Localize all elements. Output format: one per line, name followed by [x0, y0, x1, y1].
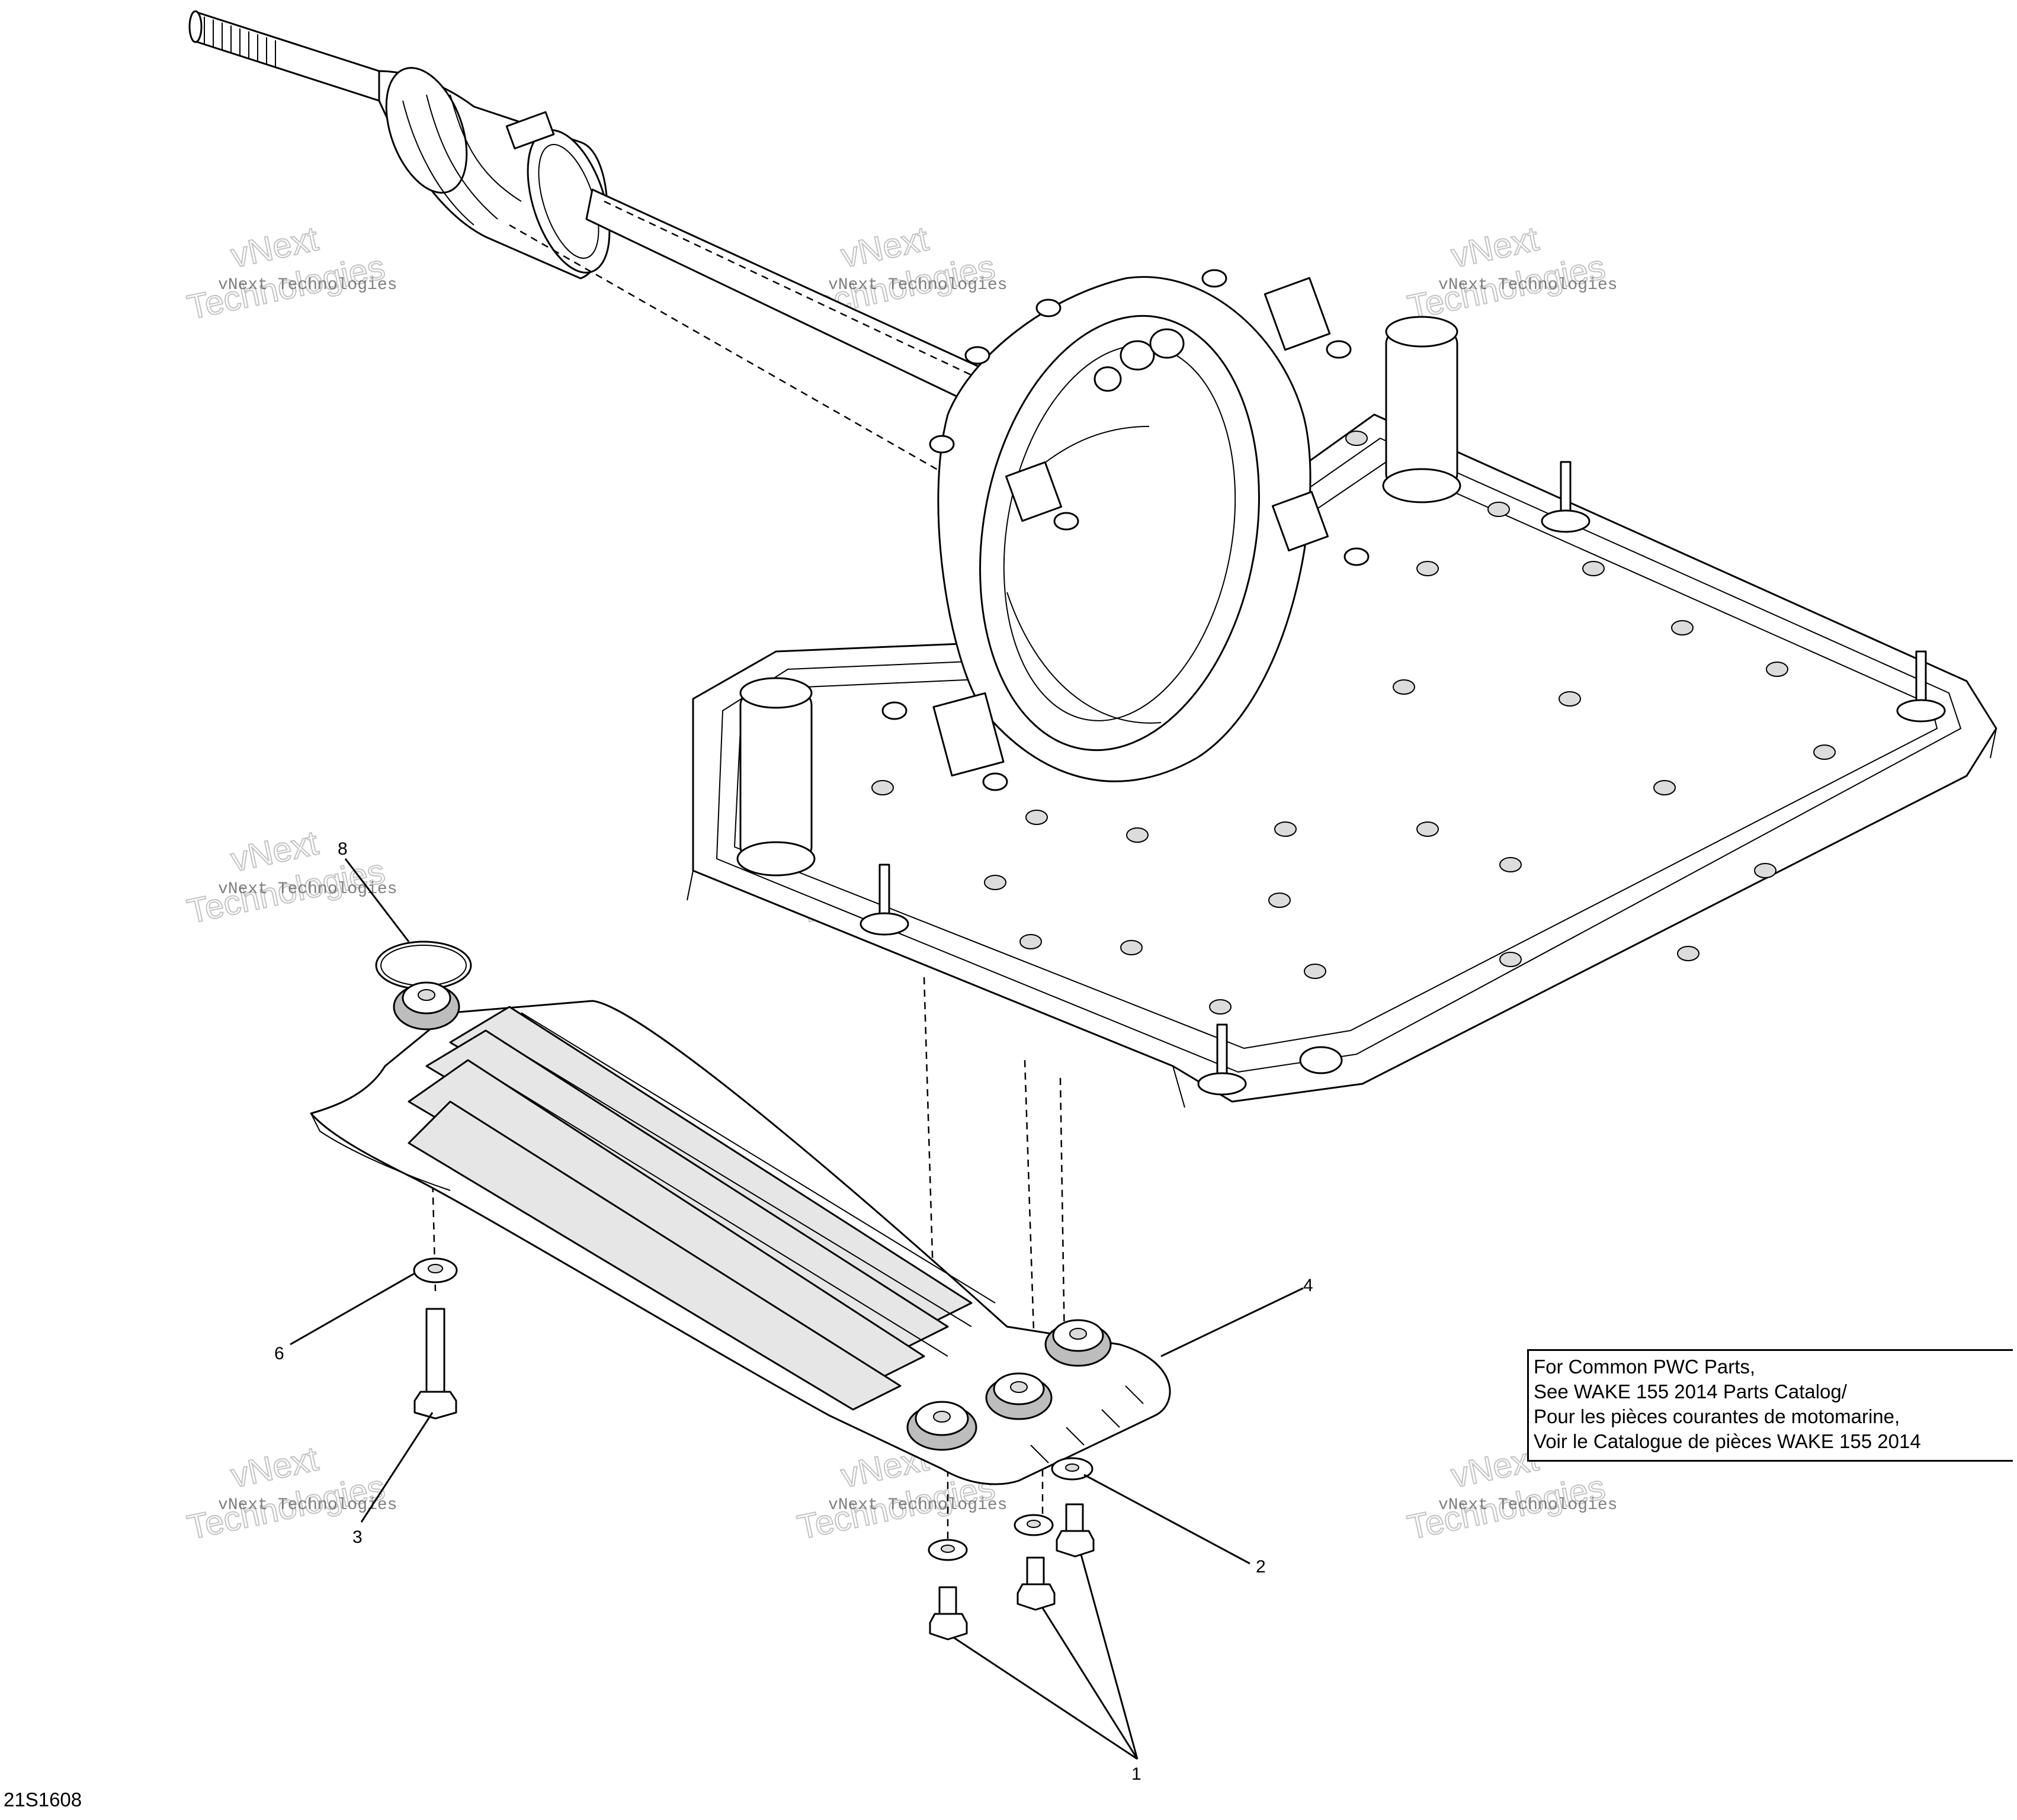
- watermark: Technologies vNext: [184, 219, 389, 328]
- part-1-bolt: [1056, 1503, 1095, 1558]
- watermark-text: vNext Technologies: [1438, 276, 1617, 294]
- part-4-intake-grate: [310, 981, 1171, 1485]
- callout-1: 1: [1131, 1764, 1141, 1784]
- leader-lines: [290, 858, 1304, 1760]
- callout-3: 3: [352, 1527, 363, 1547]
- watermark-text: vNext Technologies: [218, 880, 397, 898]
- part-1-bolt: [1016, 1556, 1056, 1611]
- watermark: Technologies vNext: [1404, 219, 1609, 328]
- drawing-number: 21S1608: [4, 1789, 82, 1811]
- callout-4: 4: [1303, 1276, 1313, 1295]
- watermark-text: vNext Technologies: [828, 1496, 1007, 1514]
- note-line-1: For Common PWC Parts,: [1534, 1356, 1756, 1378]
- part-2-washer: [1051, 1457, 1094, 1481]
- part-2-washer: [928, 1539, 968, 1561]
- note-line-2: See WAKE 155 2014 Parts Catalog/: [1534, 1381, 1847, 1402]
- part-1-bolt: [929, 1586, 968, 1641]
- watermark-text: vNext Technologies: [218, 276, 397, 294]
- note-line-3: Pour les pièces courantes de motomarine,: [1534, 1405, 1900, 1427]
- part-3-bolt: [413, 1308, 457, 1420]
- watermark-text: vNext Technologies: [218, 1496, 397, 1514]
- watermark: Technologies vNext: [184, 823, 389, 932]
- part-6-washer: [413, 1257, 458, 1283]
- callout-2: 2: [1256, 1557, 1266, 1577]
- callout-6: 6: [274, 1344, 284, 1363]
- callouts: 8 4 6 3 2 1: [274, 839, 1313, 1784]
- ride-plate: [687, 316, 1997, 1108]
- callout-8: 8: [338, 839, 348, 859]
- reference-note-box: For Common PWC Parts, See WAKE 155 2014 …: [1527, 1349, 2013, 1462]
- note-line-4: Voir le Catalogue de pièces WAKE 155 201…: [1534, 1430, 1921, 1452]
- part-2-washer: [1014, 1514, 1054, 1536]
- pump-support-housing: [881, 269, 1370, 791]
- watermark-text: vNext Technologies: [828, 276, 1007, 294]
- watermark-text: vNext Technologies: [1438, 1496, 1617, 1514]
